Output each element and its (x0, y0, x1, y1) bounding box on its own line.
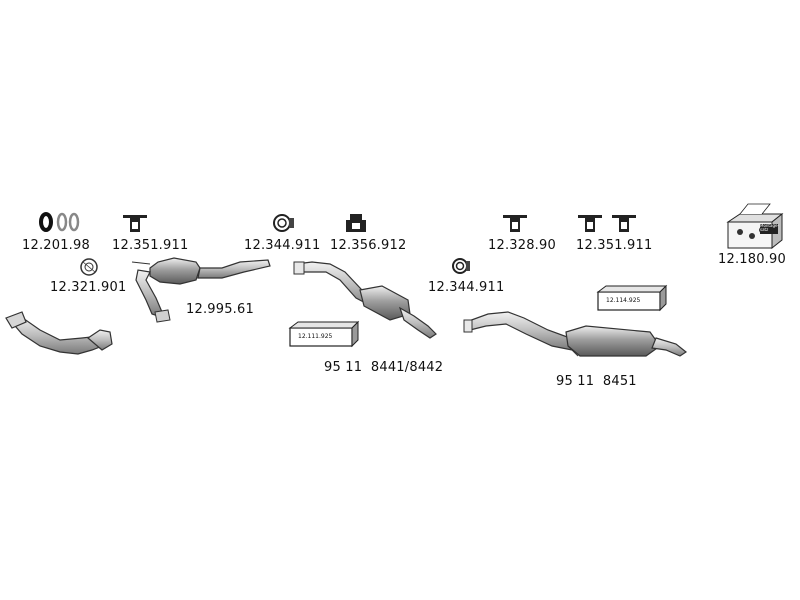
pipe-clamp-icon (452, 258, 470, 274)
part-number-gasket: 12.321.901 (50, 280, 127, 295)
rubber-hanger-icon (346, 214, 366, 232)
middle-silencer-packaging-icon (288, 320, 360, 348)
middle-box-label: 12.111.925 (298, 333, 333, 340)
part-number-hanger-b: 12.356.912 (330, 238, 407, 253)
sealing-rings-icon (39, 212, 80, 232)
rear-silencer-icon (463, 311, 688, 357)
rubber-hanger-icon (123, 215, 147, 232)
part-number-sealing-rings: 12.201.98 (22, 238, 90, 253)
part-number-hanger-c: 12.328.90 (488, 238, 556, 253)
mounting-kit-box-icon (726, 203, 784, 250)
rear-silencer-packaging-icon (596, 284, 668, 312)
pipe-clamp-icon (273, 214, 294, 232)
catalytic-converter-icon (131, 257, 271, 323)
part-number-middle-silencer: 95 11 8441/8442 (324, 360, 444, 375)
middle-silencer-icon (293, 261, 437, 339)
part-number-rear-silencer: 95 11 8451 (556, 374, 637, 389)
mounting-kit-box-label: Montage- satz (760, 223, 779, 232)
rubber-hanger-pair-icon (578, 215, 636, 232)
part-number-mounting-kit: 12.180.90 (718, 252, 786, 267)
part-number-clamp-b: 12.344.911 (428, 280, 505, 295)
rear-box-label: 12.114.925 (606, 297, 641, 304)
front-pipe-icon (5, 311, 113, 355)
part-number-hanger-d: 12.351.911 (576, 238, 653, 253)
flange-gasket-icon (80, 258, 98, 276)
rubber-hanger-icon (503, 215, 527, 232)
part-number-hanger-a: 12.351.911 (112, 238, 189, 253)
part-number-clamp-a: 12.344.911 (244, 238, 321, 253)
part-number-catalyst: 12.995.61 (186, 302, 254, 317)
